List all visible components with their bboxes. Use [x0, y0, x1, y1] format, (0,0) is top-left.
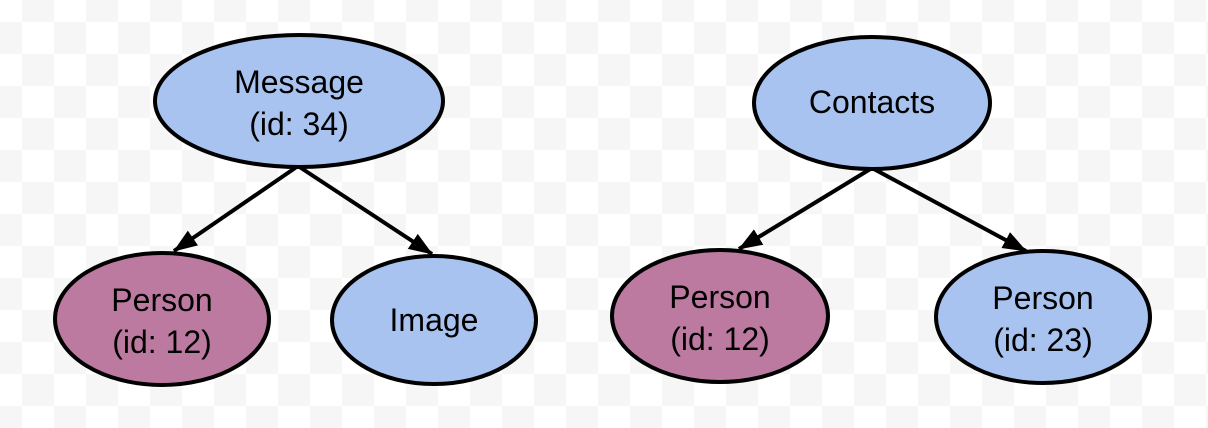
node-person-12-left: Person (id: 12): [53, 251, 271, 387]
edge-contacts-to-person23: [871, 166, 1027, 253]
node-contacts: Contacts: [752, 35, 992, 171]
edge-message-to-person12: [172, 164, 300, 253]
person-12-left-label: Person: [111, 282, 212, 318]
node-person-23: Person (id: 23): [934, 249, 1152, 385]
node-person-12-right: Person (id: 12): [610, 248, 830, 384]
person-12-left-sublabel: (id: 12): [112, 324, 212, 360]
person-23-ellipse: [934, 249, 1152, 385]
person-12-right-sublabel: (id: 12): [670, 321, 770, 357]
image-ellipse: [330, 254, 538, 386]
edge-contacts-to-person12: [737, 166, 874, 251]
person-23-sublabel: (id: 23): [993, 322, 1093, 358]
node-image: Image: [330, 254, 538, 386]
edge-message-to-image: [296, 164, 434, 256]
message-sublabel: (id: 34): [249, 106, 349, 142]
node-message: Message (id: 34): [153, 33, 445, 169]
message-ellipse: [153, 33, 445, 169]
contacts-label: Contacts: [809, 84, 935, 120]
person-12-right-ellipse: [610, 248, 830, 384]
person-23-label: Person: [992, 280, 1093, 316]
person-12-right-label: Person: [669, 279, 770, 315]
image-label: Image: [390, 302, 479, 338]
person-12-left-ellipse: [53, 251, 271, 387]
message-label: Message: [234, 64, 364, 100]
contacts-ellipse: [752, 35, 992, 171]
